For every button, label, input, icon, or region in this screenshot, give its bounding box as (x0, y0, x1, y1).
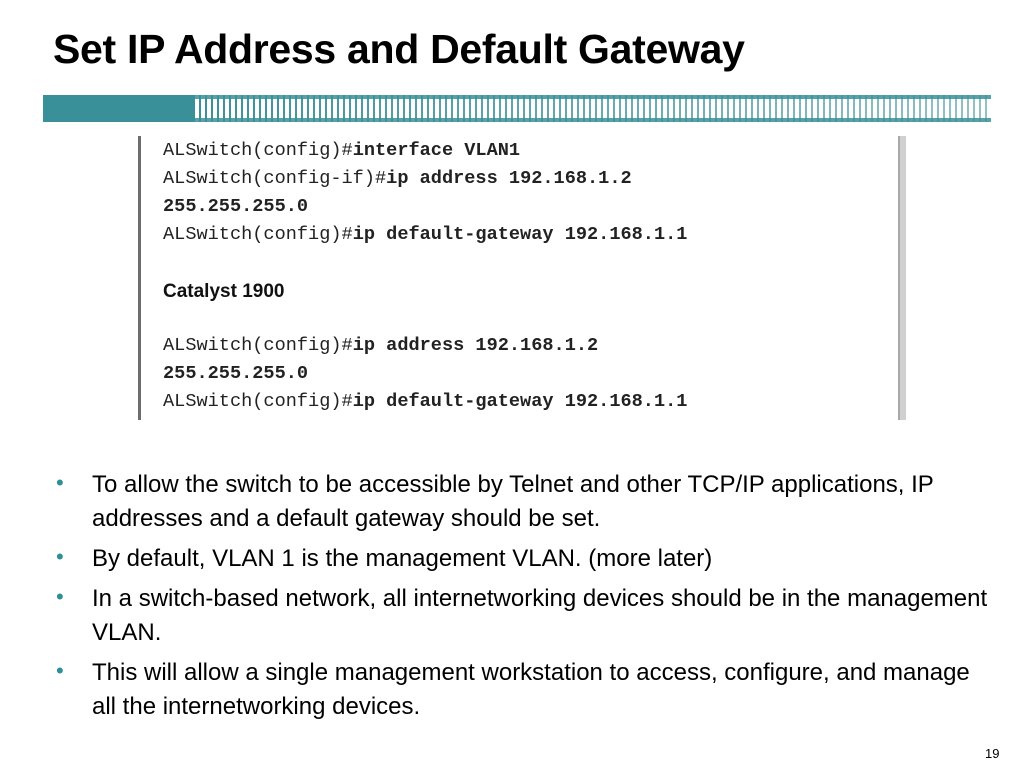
page-number: 19 (985, 746, 1000, 761)
bullet-text: By default, VLAN 1 is the management VLA… (92, 545, 713, 572)
code-line: ALSwitch(config)#ip address 192.168.1.2 (163, 335, 598, 356)
cli-code-block: ALSwitch(config)#interface VLAN1 ALSwitc… (138, 136, 906, 420)
code-prompt: ALSwitch(config)# (163, 391, 353, 412)
bullet-dot-icon: • (56, 658, 64, 683)
slide-title: Set IP Address and Default Gateway (53, 26, 745, 72)
code-command: ip address 192.168.1.2 (386, 168, 632, 189)
code-line: 255.255.255.0 (163, 363, 308, 384)
bullet-text: In a switch-based network, all internetw… (92, 585, 988, 646)
bullet-item: • By default, VLAN 1 is the management V… (56, 542, 996, 576)
code-left-border (138, 136, 141, 420)
code-command: interface VLAN1 (352, 140, 521, 161)
code-right-border (898, 136, 906, 420)
bullet-item: • To allow the switch to be accessible b… (56, 468, 996, 536)
bullet-item: • This will allow a single management wo… (56, 656, 996, 724)
code-command: 255.255.255.0 (163, 196, 309, 217)
bullet-item: • In a switch-based network, all interne… (56, 582, 996, 650)
code-line: 255.255.255.0 (163, 196, 308, 217)
code-prompt: ALSwitch(config)# (163, 140, 353, 161)
code-prompt: ALSwitch(config)# (163, 224, 353, 245)
code-section-heading: Catalyst 1900 (163, 281, 285, 302)
code-line: ALSwitch(config)#ip default-gateway 192.… (163, 391, 687, 412)
code-command: 255.255.255.0 (163, 363, 309, 384)
bullet-text: This will allow a single management work… (92, 659, 970, 720)
code-line: ALSwitch(config-if)#ip address 192.168.1… (163, 168, 632, 189)
bullet-dot-icon: • (56, 470, 64, 495)
bullet-dot-icon: • (56, 584, 64, 609)
code-command: ip address 192.168.1.2 (352, 335, 599, 356)
code-prompt: ALSwitch(config-if)# (163, 168, 387, 189)
bullet-list: • To allow the switch to be accessible b… (56, 468, 996, 730)
bullet-dot-icon: • (56, 544, 64, 569)
code-prompt: ALSwitch(config)# (163, 335, 353, 356)
code-command: ip default-gateway 192.168.1.1 (352, 391, 688, 412)
header-stripe-bar (43, 95, 991, 122)
bullet-text: To allow the switch to be accessible by … (92, 471, 934, 532)
code-line: ALSwitch(config)#interface VLAN1 (163, 140, 520, 161)
code-line: ALSwitch(config)#ip default-gateway 192.… (163, 224, 687, 245)
code-command: ip default-gateway 192.168.1.1 (352, 224, 688, 245)
